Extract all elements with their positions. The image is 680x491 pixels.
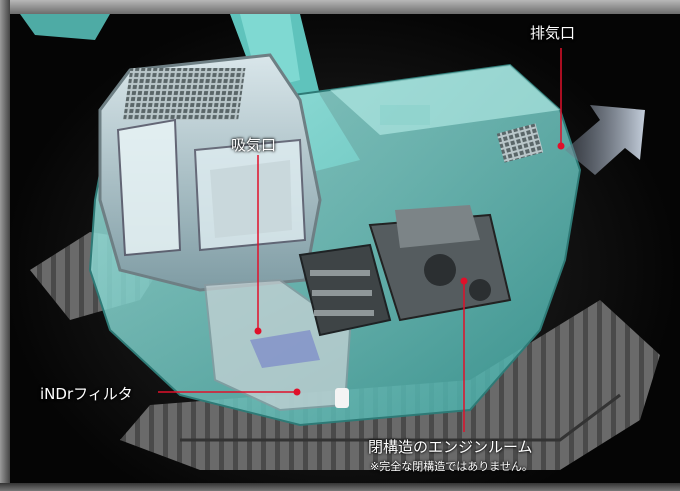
engine-room-label: 閉構造のエンジンルーム [368, 438, 533, 456]
intake-port-label: 吸気口 [231, 136, 277, 154]
exhaust-port-label: 排気口 [530, 24, 576, 42]
engine-room-note: ※完全な閉構造ではありません。 [370, 460, 533, 473]
operator-cab [98, 53, 322, 292]
callout-leader-lines [158, 48, 565, 432]
right-crawler-track [120, 300, 660, 470]
image-frame-bottom [0, 483, 680, 491]
filter-label: iNDrフィルタ [40, 385, 133, 403]
image-frame-left [0, 0, 10, 491]
image-frame-top [0, 0, 680, 14]
engine-block [298, 205, 512, 337]
exhaust-flow-arrow [565, 105, 645, 175]
